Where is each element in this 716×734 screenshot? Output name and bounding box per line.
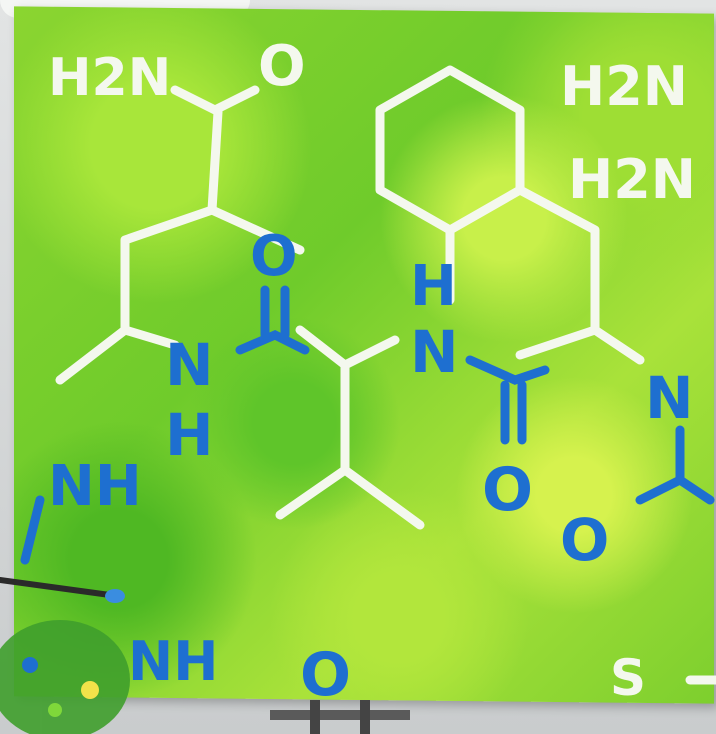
easel-base — [270, 700, 410, 734]
label-h2n-top-right-1: H2N — [560, 55, 688, 118]
label-n-center: N — [410, 318, 459, 386]
label-nh-left: NH — [48, 454, 142, 519]
label-h-center-left: H — [165, 401, 214, 469]
blue-bonds — [20, 285, 715, 565]
label-o-center: O — [482, 455, 533, 525]
label-nh-bottom: NH — [128, 630, 218, 693]
label-h2n-top-left: H2N — [48, 48, 171, 108]
label-o-upper-mid: O — [250, 224, 298, 289]
label-o-top-left: O — [258, 34, 306, 99]
label-n-center-left: N — [165, 331, 214, 399]
label-o-bottom: O — [300, 640, 351, 710]
label-h-center: H — [410, 254, 457, 319]
paintbrush-and-palette — [0, 577, 130, 734]
label-o-right: O — [560, 506, 609, 574]
white-bonds — [55, 65, 716, 685]
label-s-bottom-right: S — [610, 649, 646, 707]
label-h2n-top-right-2: H2N — [568, 148, 696, 211]
label-n-right: N — [645, 364, 694, 432]
